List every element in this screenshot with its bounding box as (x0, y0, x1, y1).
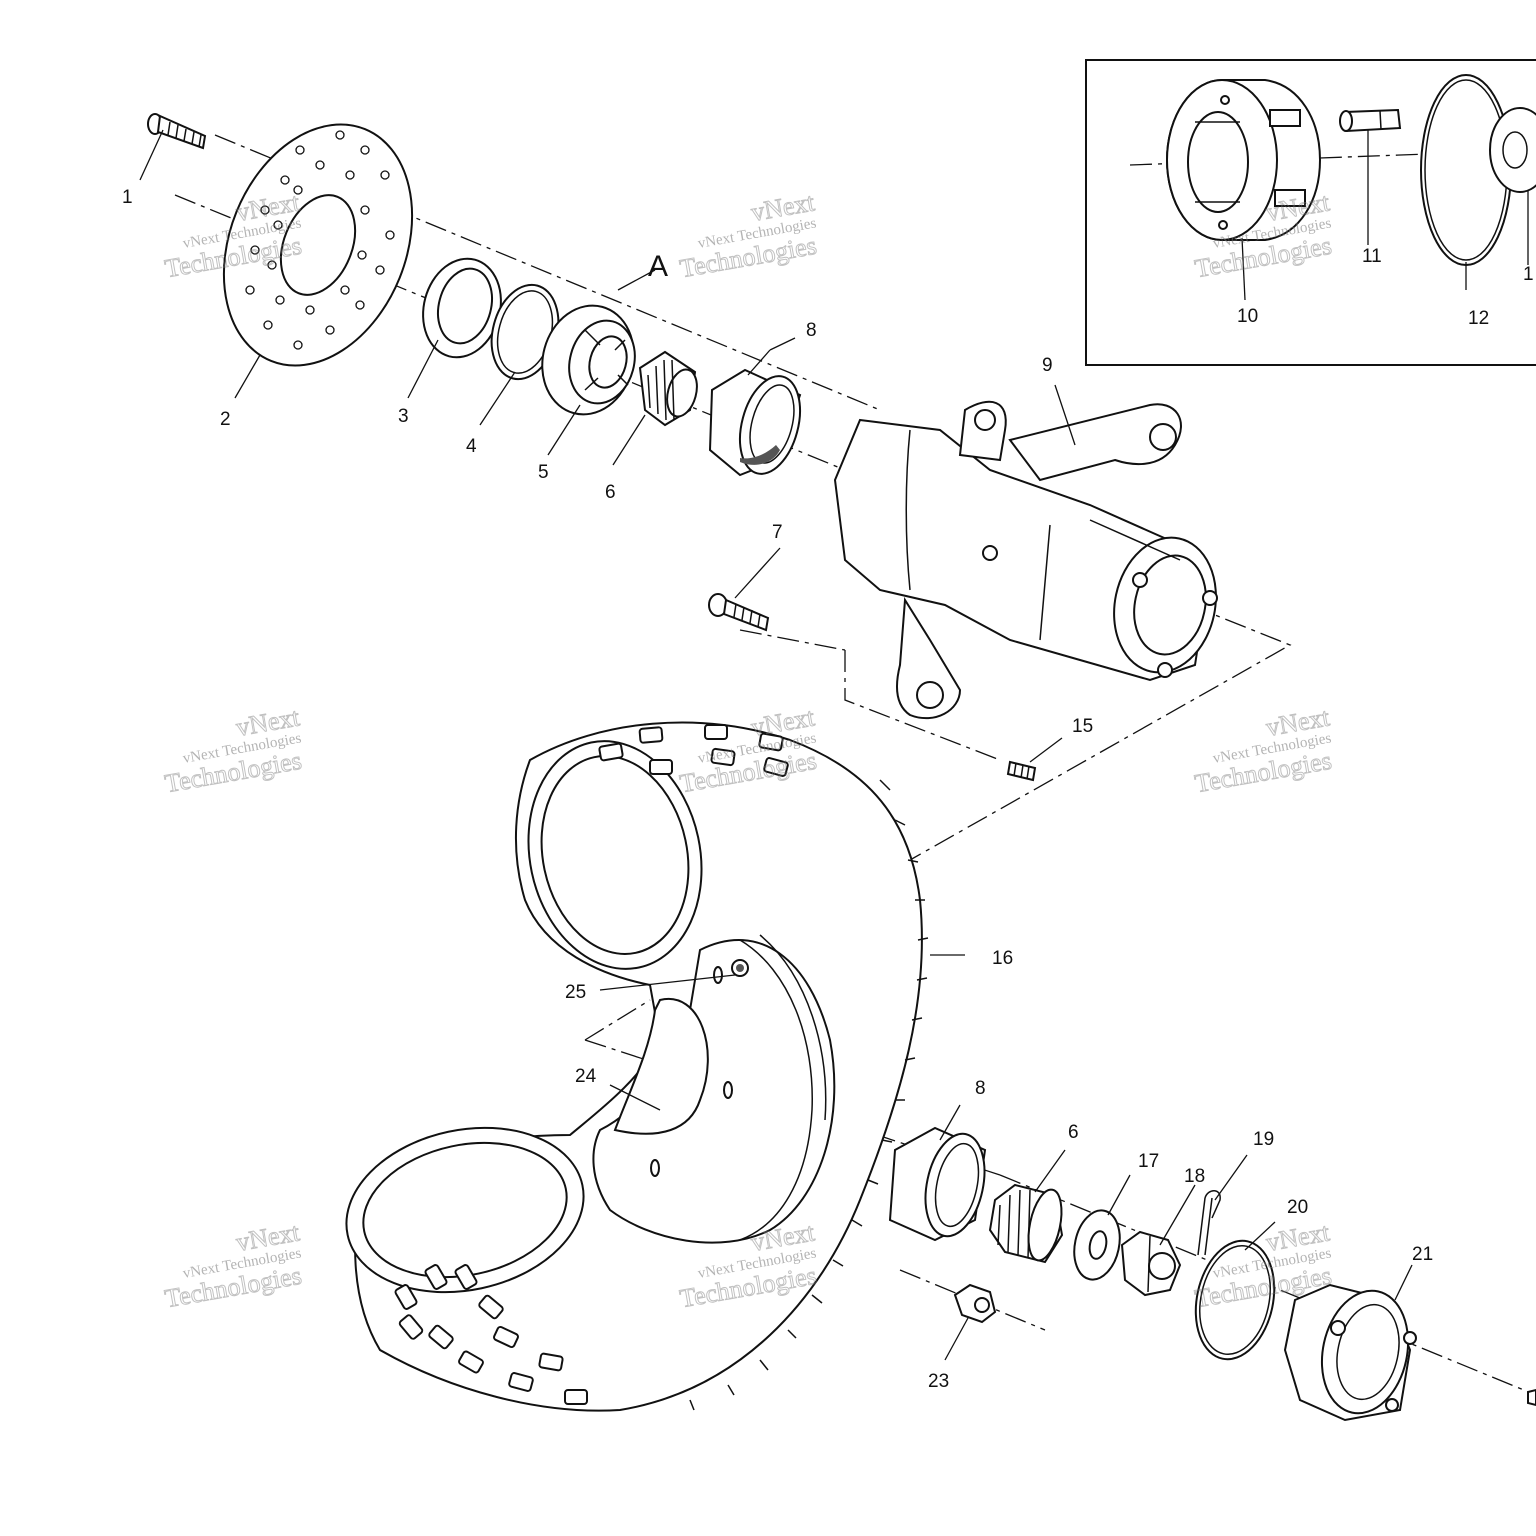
callout-11: 11 (1362, 246, 1382, 267)
callout-a: A (648, 250, 668, 283)
part-18-castle-nut (1120, 1230, 1182, 1297)
callout-21: 21 (1412, 1244, 1433, 1265)
part-3-seal (422, 257, 502, 359)
watermark: vNext vNext Technologies Technologies (162, 1217, 304, 1314)
callout-12: 12 (1468, 308, 1489, 329)
part-6-bearing-top (638, 350, 698, 427)
callout-25: 25 (565, 982, 586, 1003)
part-17-washer (1073, 1209, 1121, 1281)
callout-23: 23 (928, 1371, 949, 1392)
callout-9: 9 (1042, 355, 1053, 376)
callout-17: 17 (1138, 1151, 1159, 1172)
watermark: vNext vNext Technologies Technologies (162, 702, 304, 799)
callout-6-top: 6 (605, 482, 616, 503)
leader-lines (139, 129, 1529, 1361)
part-2-brake-disc (222, 123, 414, 367)
callout-15: 15 (1072, 716, 1093, 737)
callout-10: 10 (1237, 306, 1258, 327)
watermark: vNext vNext Technologies Technologies (677, 187, 819, 284)
part-8-race-bottom (888, 1126, 987, 1242)
part-21-hub-cap (1283, 1283, 1417, 1422)
callout-8-bottom: 8 (975, 1078, 986, 1099)
callout-6-bottom: 6 (1068, 1122, 1079, 1143)
part-19-cotter-pin (1197, 1190, 1221, 1256)
part-13-bushing (1489, 107, 1536, 193)
callout-8-top: 8 (806, 320, 817, 341)
part-24-wheel-rim (592, 934, 836, 1244)
callout-3: 3 (398, 406, 409, 427)
callout-4: 4 (466, 436, 477, 457)
watermark: vNext vNext Technologies Technologies (1192, 702, 1334, 799)
inset-detail-a (1085, 59, 1536, 366)
callout-5: 5 (538, 462, 549, 483)
callout-19: 19 (1253, 1129, 1274, 1150)
part-15-fitting (1006, 760, 1037, 782)
callout-16: 16 (992, 948, 1013, 969)
part-9-hub-knuckle (833, 400, 1218, 720)
part-11-pin (1339, 108, 1402, 133)
part-10-clutch-housing (1166, 79, 1322, 241)
part-5-clutch (541, 304, 636, 416)
callout-1: 1 (122, 187, 133, 208)
callout-18: 18 (1184, 1166, 1205, 1187)
callout-20: 20 (1287, 1197, 1308, 1218)
part-20-o-ring (1194, 1239, 1276, 1361)
part-25-valve (731, 959, 749, 977)
callout-2: 2 (220, 409, 231, 430)
callout-labels: 1 2 3 4 5 6 A 8 9 7 15 16 25 24 8 6 17 1… (122, 187, 1534, 1392)
part-8-race-top (708, 368, 802, 477)
part-23-lug-nut (953, 1283, 997, 1324)
part-16-tire (345, 721, 929, 1412)
small-screw-right (1527, 1388, 1536, 1407)
callout-7: 7 (772, 522, 783, 543)
callout-13-partial: 1 (1523, 264, 1534, 285)
part-6-bearing-bottom (988, 1183, 1064, 1264)
part-7-bolt (708, 593, 770, 632)
callout-24: 24 (575, 1066, 597, 1087)
part-1-bolt (147, 113, 207, 150)
